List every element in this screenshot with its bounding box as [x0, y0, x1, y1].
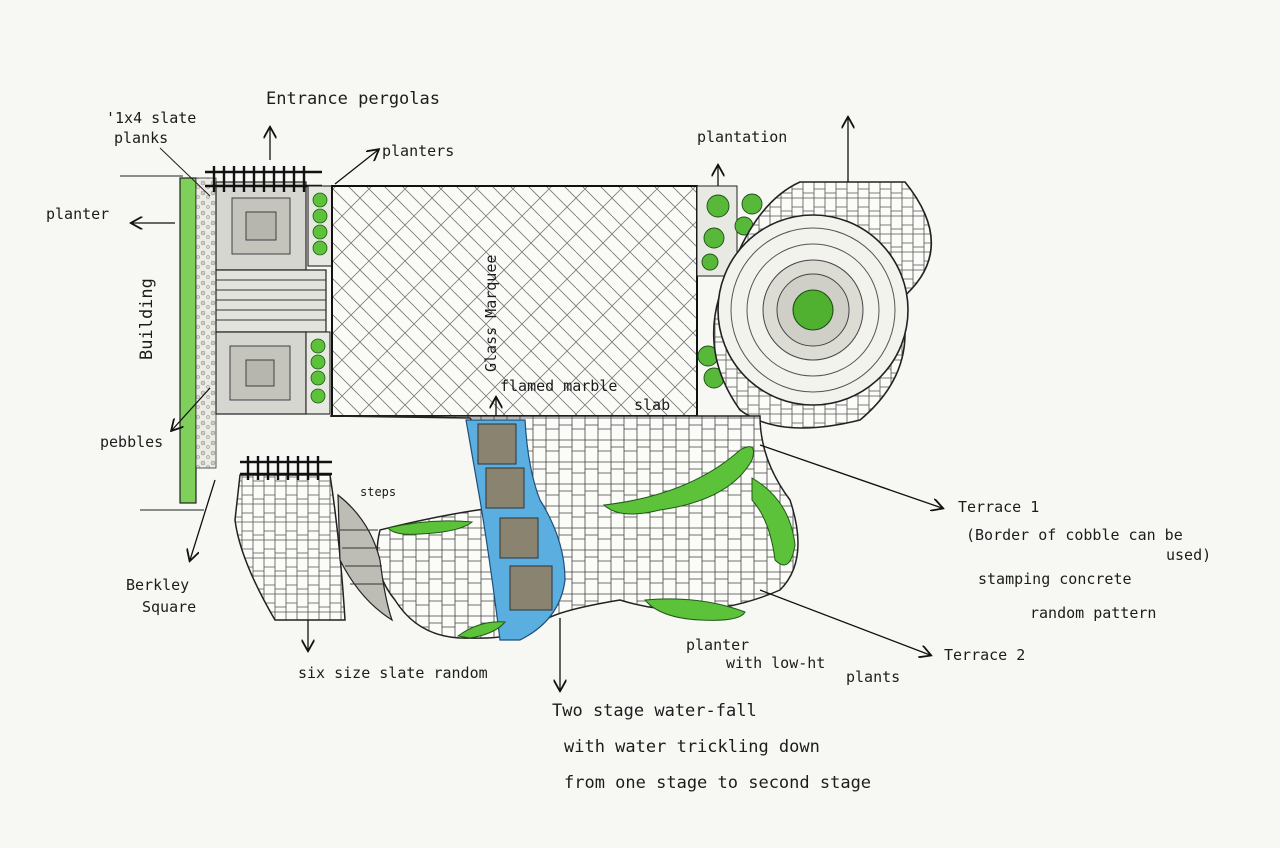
pebbles-strip — [195, 177, 217, 469]
label-planters: planters — [382, 142, 454, 160]
label-six-size-slate: six size slate random — [298, 664, 488, 682]
label-waterfall-2: with water trickling down — [564, 737, 820, 757]
label-terrace1-note-3: stamping concrete — [978, 570, 1132, 588]
building-wall — [179, 177, 197, 504]
slate-planks — [215, 269, 327, 333]
planter-strip-2 — [751, 477, 796, 566]
label-terrace1-note-1: (Border of cobble can be — [966, 526, 1183, 544]
pergola-slats-top — [205, 166, 322, 192]
label-slate-planks-1: '1x4 slate — [106, 109, 196, 127]
label-flamed-marble: flamed marble — [500, 377, 617, 395]
label-planter-lowht-1: planter — [686, 636, 749, 654]
label-terrace1-note-2: used) — [1166, 546, 1211, 564]
label-planter-lowht-3: plants — [846, 668, 900, 686]
label-steps: steps — [360, 485, 396, 499]
planter-strip-1 — [602, 446, 754, 515]
label-slab: slab — [634, 396, 670, 414]
label-glass-marquee: Glass Marquee — [482, 255, 500, 372]
label-berkley: Berkley — [126, 576, 189, 594]
label-planter-left: planter — [46, 205, 109, 223]
label-terrace-2: Terrace 2 — [944, 646, 1025, 664]
label-planter-lowht-2: with low-ht — [726, 654, 825, 672]
planter-strip-4 — [387, 520, 474, 535]
terrace-1 — [329, 415, 799, 622]
steps — [337, 493, 394, 622]
label-building: Building — [137, 278, 157, 360]
label-terrace1-note-4: random pattern — [1030, 604, 1156, 622]
planter-strip-5 — [456, 621, 507, 639]
label-waterfall-1: Two stage water-fall — [552, 701, 757, 721]
label-entrance-pergolas: Entrance pergolas — [266, 89, 440, 109]
label-slate-planks-2: planks — [114, 129, 168, 147]
label-square: Square — [142, 598, 196, 616]
flamed-marble-slabs — [477, 423, 553, 611]
pergola-slats-bottom — [240, 456, 332, 480]
center-plant — [792, 289, 834, 331]
label-terrace-1: Terrace 1 — [958, 498, 1039, 516]
glass-marquee — [331, 185, 698, 417]
planter-strip-3 — [644, 598, 746, 621]
label-pebbles: pebbles — [100, 433, 163, 451]
berkley-square — [234, 474, 346, 621]
label-plantation: plantation — [697, 128, 787, 146]
label-waterfall-3: from one stage to second stage — [564, 773, 871, 793]
